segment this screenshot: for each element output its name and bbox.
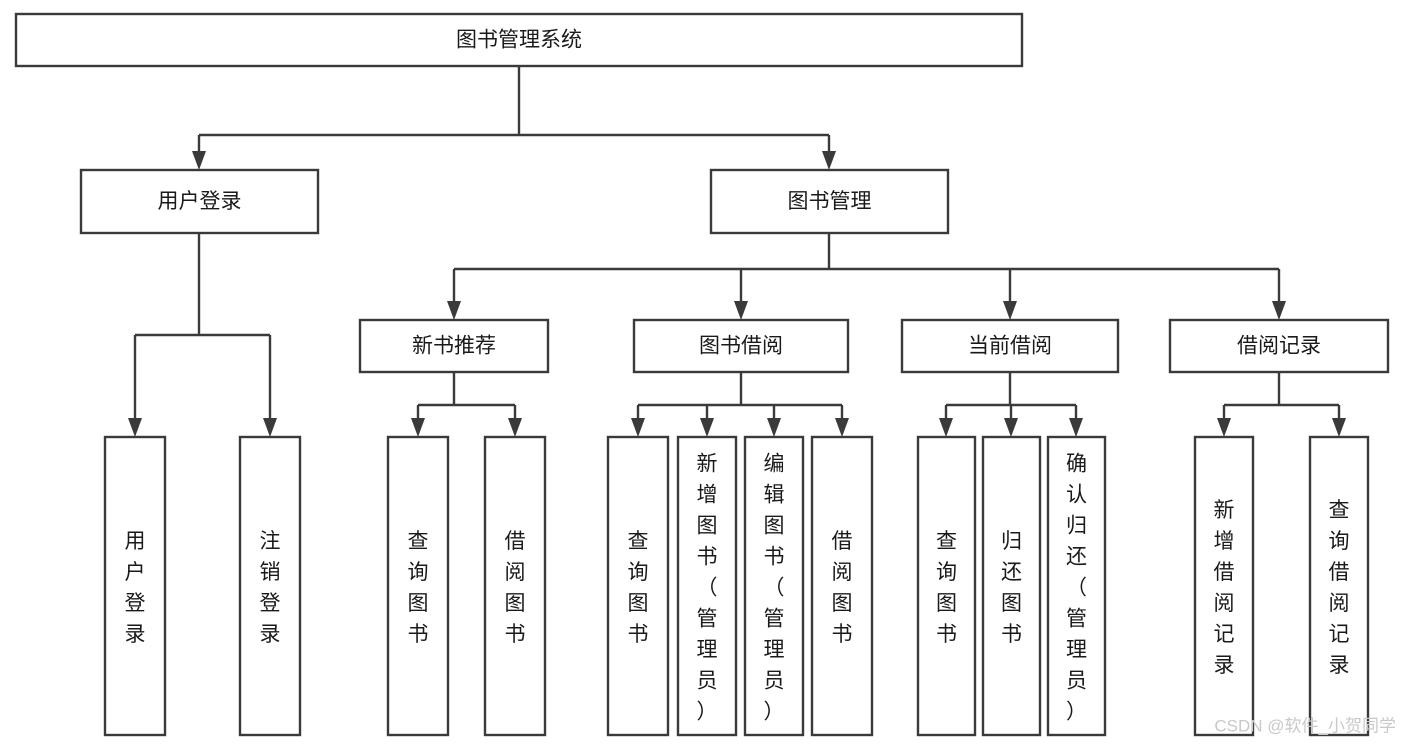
connector-arrow-icon [1069,418,1083,437]
node-new-book-rec[interactable]: 新书推荐 [358,318,550,374]
connector-arrow-icon [411,418,425,437]
connector-arrow-icon [767,418,781,437]
node-box-leaf-rec-borrow-book[interactable] [483,435,547,737]
node-book-manage[interactable]: 图书管理 [709,168,950,235]
node-book-borrow[interactable]: 图书借阅 [632,318,850,374]
connector-arrow-icon [192,151,206,170]
connector-layer [128,66,1346,437]
node-label-leaf-cur-query-book: 查询图书 [936,530,957,646]
connector-bus-borrow-record [1222,372,1341,418]
node-leaf-borrow-borrow-book[interactable]: 借阅图书 [810,435,874,737]
node-label-leaf-user-logout: 注销登录 [260,530,281,646]
node-label-leaf-borrow-edit-book: 编辑图书（管理员） [764,453,785,724]
node-box-book-borrow[interactable] [632,318,850,374]
node-label-leaf-rec-query-book: 查询图书 [408,530,429,646]
node-box-user-login[interactable] [79,168,320,235]
node-leaf-borrow-query-book[interactable]: 查询图书 [606,435,670,737]
connector-arrow-icon [1003,301,1017,320]
connector-arrow-icon [1332,418,1346,437]
connector-bus-current-borrow [944,372,1078,418]
node-box-leaf-rec-add-record[interactable] [1193,435,1255,737]
node-label-leaf-rec-query-record: 查询借阅记录 [1329,499,1350,677]
node-label-leaf-borrow-add-book: 新增图书（管理员） [697,453,718,724]
node-box-leaf-cur-return-book[interactable] [981,435,1042,737]
node-box-new-book-rec[interactable] [358,318,550,374]
node-label-leaf-cur-confirm-return: 确认归还（管理员） [1066,453,1087,724]
node-box-leaf-rec-query-book[interactable] [386,435,450,737]
node-leaf-cur-query-book[interactable]: 查询图书 [916,435,977,737]
node-leaf-cur-confirm-return[interactable]: 确认归还（管理员） [1046,435,1107,737]
node-label-leaf-borrow-query-book: 查询图书 [628,530,649,646]
node-box-leaf-user-logout[interactable] [238,435,302,737]
node-label-user-login: 用户登录 [158,190,242,213]
node-label-borrow-record: 借阅记录 [1237,335,1321,358]
node-label-leaf-cur-return-book: 归还图书 [1001,530,1022,646]
node-label-leaf-borrow-borrow-book: 借阅图书 [832,530,853,646]
node-leaf-rec-borrow-book[interactable]: 借阅图书 [483,435,547,737]
connector-arrow-icon [822,151,836,170]
connector-arrow-icon [1272,301,1286,320]
node-label-root: 图书管理系统 [456,29,582,52]
connector-arrow-icon [1217,418,1231,437]
node-box-leaf-user-login[interactable] [103,435,167,737]
node-leaf-rec-query-book[interactable]: 查询图书 [386,435,450,737]
connector-bus-new-book-rec [416,372,517,418]
node-leaf-user-logout[interactable]: 注销登录 [238,435,302,737]
node-root[interactable]: 图书管理系统 [14,12,1024,68]
node-box-leaf-borrow-borrow-book[interactable] [810,435,874,737]
node-leaf-borrow-edit-book[interactable]: 编辑图书（管理员） [743,435,805,737]
connector-arrow-icon [835,418,849,437]
connector-arrow-icon [1004,418,1018,437]
node-box-current-borrow[interactable] [900,318,1120,374]
node-label-leaf-rec-borrow-book: 借阅图书 [505,530,526,646]
node-layer: 图书管理系统用户登录图书管理新书推荐图书借阅当前借阅借阅记录用户登录注销登录查询… [14,12,1390,737]
node-box-leaf-cur-query-book[interactable] [916,435,977,737]
connector-arrow-icon [939,418,953,437]
node-label-new-book-rec: 新书推荐 [412,335,496,358]
node-box-borrow-record[interactable] [1168,318,1390,374]
connector-arrow-icon [508,418,522,437]
node-box-leaf-rec-query-record[interactable] [1308,435,1370,737]
node-leaf-cur-return-book[interactable]: 归还图书 [981,435,1042,737]
node-label-leaf-user-login: 用户登录 [125,530,146,646]
connector-bus-book-borrow [636,372,844,418]
node-borrow-record[interactable]: 借阅记录 [1168,318,1390,374]
node-current-borrow[interactable]: 当前借阅 [900,318,1120,374]
connector-bus-root [197,66,831,151]
connector-arrow-icon [263,418,277,437]
node-box-leaf-borrow-add-book[interactable] [676,435,738,737]
node-label-current-borrow: 当前借阅 [968,335,1052,358]
node-box-root[interactable] [14,12,1024,68]
node-box-leaf-borrow-query-book[interactable] [606,435,670,737]
connector-arrow-icon [700,418,714,437]
connector-arrow-icon [128,418,142,437]
node-leaf-user-login[interactable]: 用户登录 [103,435,167,737]
node-leaf-rec-add-record[interactable]: 新增借阅记录 [1193,435,1255,737]
connector-arrow-icon [734,301,748,320]
node-box-book-manage[interactable] [709,168,950,235]
connector-arrow-icon [447,301,461,320]
node-box-leaf-borrow-edit-book[interactable] [743,435,805,737]
connector-arrow-icon [631,418,645,437]
connector-bus-book-manage [452,233,1281,301]
node-label-book-manage: 图书管理 [788,190,872,213]
node-leaf-rec-query-record[interactable]: 查询借阅记录 [1308,435,1370,737]
connector-bus-user-login [133,233,272,418]
node-leaf-borrow-add-book[interactable]: 新增图书（管理员） [676,435,738,737]
watermark-label: CSDN @软件_小贺同学 [1214,716,1396,735]
node-label-leaf-rec-add-record: 新增借阅记录 [1214,499,1235,677]
node-label-book-borrow: 图书借阅 [699,335,783,358]
node-user-login[interactable]: 用户登录 [79,168,320,235]
node-box-leaf-cur-confirm-return[interactable] [1046,435,1107,737]
